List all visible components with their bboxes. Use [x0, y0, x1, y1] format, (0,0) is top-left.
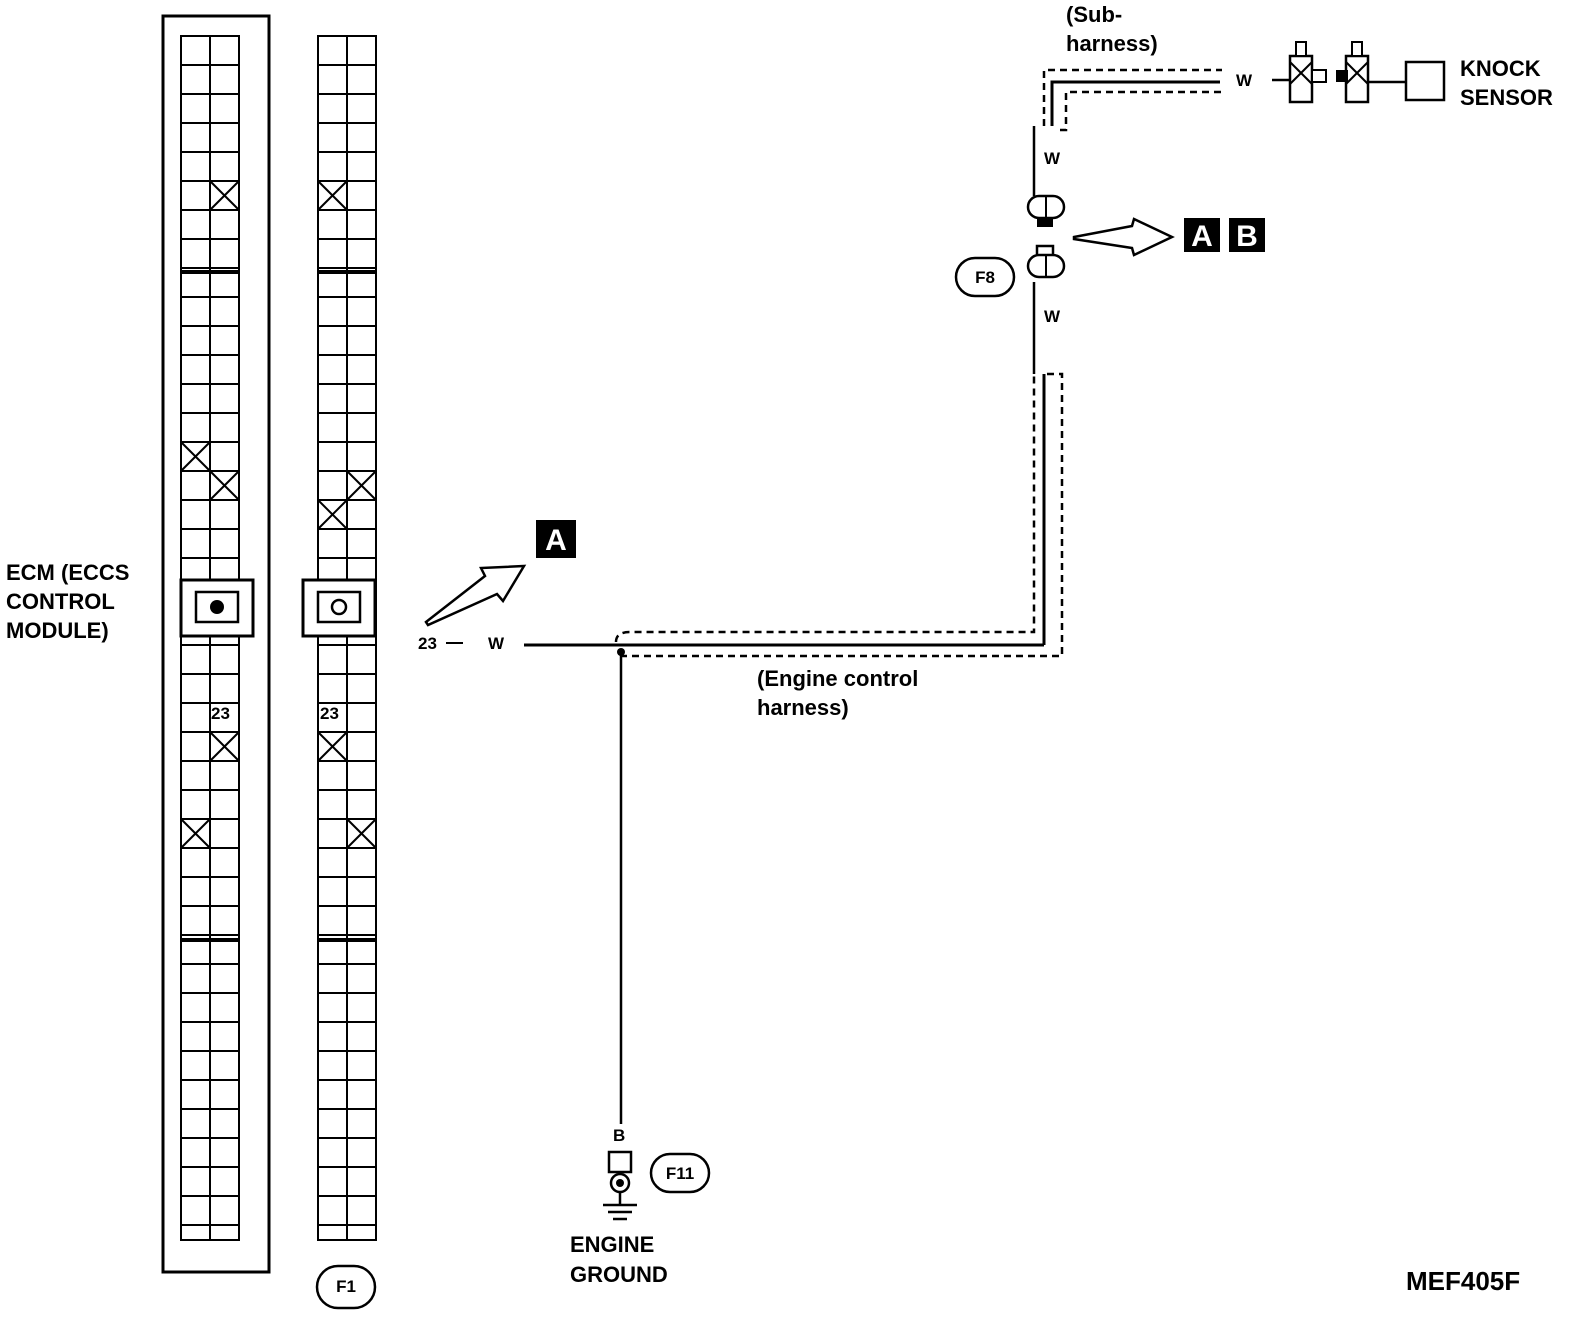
- wire-color-vertical-upper: W: [1044, 149, 1061, 168]
- f1-connector-label: F1: [336, 1277, 356, 1296]
- f1-terminal-23: 23: [320, 704, 339, 723]
- f8-connector-label: F8: [975, 268, 995, 287]
- svg-text:KNOCK: KNOCK: [1460, 56, 1541, 81]
- vertical-wire-upper: W: [1032, 126, 1061, 196]
- knock-sensor-icon: [1404, 60, 1446, 102]
- f11-connector-label: F11: [666, 1164, 694, 1183]
- sub-harness-shield: [1042, 68, 1222, 132]
- wire-color-sub: W: [1236, 71, 1253, 90]
- ref-box-a: A: [545, 524, 567, 557]
- ref-box-b: B: [1236, 220, 1258, 253]
- ecm-connector: 23: [161, 14, 271, 1274]
- ecm-terminal-23: 23: [211, 704, 230, 723]
- reference-arrow-ab: A B: [1072, 217, 1265, 257]
- svg-text:CONTROL: CONTROL: [6, 589, 115, 614]
- f8-connector: F8: [954, 194, 1066, 298]
- wire-terminal-23: 23 W: [418, 374, 1046, 653]
- f1-guide-hole-icon: [330, 598, 348, 616]
- engine-control-harness-shield: [614, 372, 1064, 658]
- svg-text:MODULE): MODULE): [6, 618, 109, 643]
- svg-text:harness): harness): [1066, 31, 1158, 56]
- reference-arrow-a: A: [424, 520, 576, 627]
- wire-color-ground: B: [613, 1126, 625, 1145]
- wire-terminal-number: 23: [418, 634, 437, 653]
- figure-code: MEF405F: [1406, 1266, 1520, 1296]
- ecm-label: ECM (ECCS CONTROL MODULE): [6, 560, 129, 643]
- svg-text:(Sub-: (Sub-: [1066, 2, 1122, 27]
- svg-text:harness): harness): [757, 695, 849, 720]
- svg-text:ECM (ECCS: ECM (ECCS: [6, 560, 129, 585]
- knock-sensor-label: KNOCK SENSOR: [1460, 56, 1553, 110]
- knock-sensor-connector-icon: [1288, 41, 1406, 104]
- ecm-guide-pin-icon: [210, 600, 224, 614]
- ground-wire: B F11 ENGINE GROUND: [570, 648, 711, 1287]
- svg-text:(Engine control: (Engine control: [757, 666, 918, 691]
- ref-box-a2: A: [1191, 220, 1213, 253]
- engine-ground-label: ENGINE: [570, 1232, 654, 1257]
- engine-control-harness-label: (Engine control harness): [757, 666, 918, 720]
- f1-connector: 23 F1: [301, 35, 377, 1310]
- wire-color-vertical-lower: W: [1044, 307, 1061, 326]
- sub-harness-wire: W: [1050, 71, 1290, 126]
- vertical-wire-lower: W: [1032, 282, 1061, 374]
- svg-text:SENSOR: SENSOR: [1460, 85, 1553, 110]
- wire-color-main: W: [488, 634, 505, 653]
- sub-harness-label: (Sub- harness): [1066, 2, 1158, 56]
- engine-ground-label-2: GROUND: [570, 1262, 668, 1287]
